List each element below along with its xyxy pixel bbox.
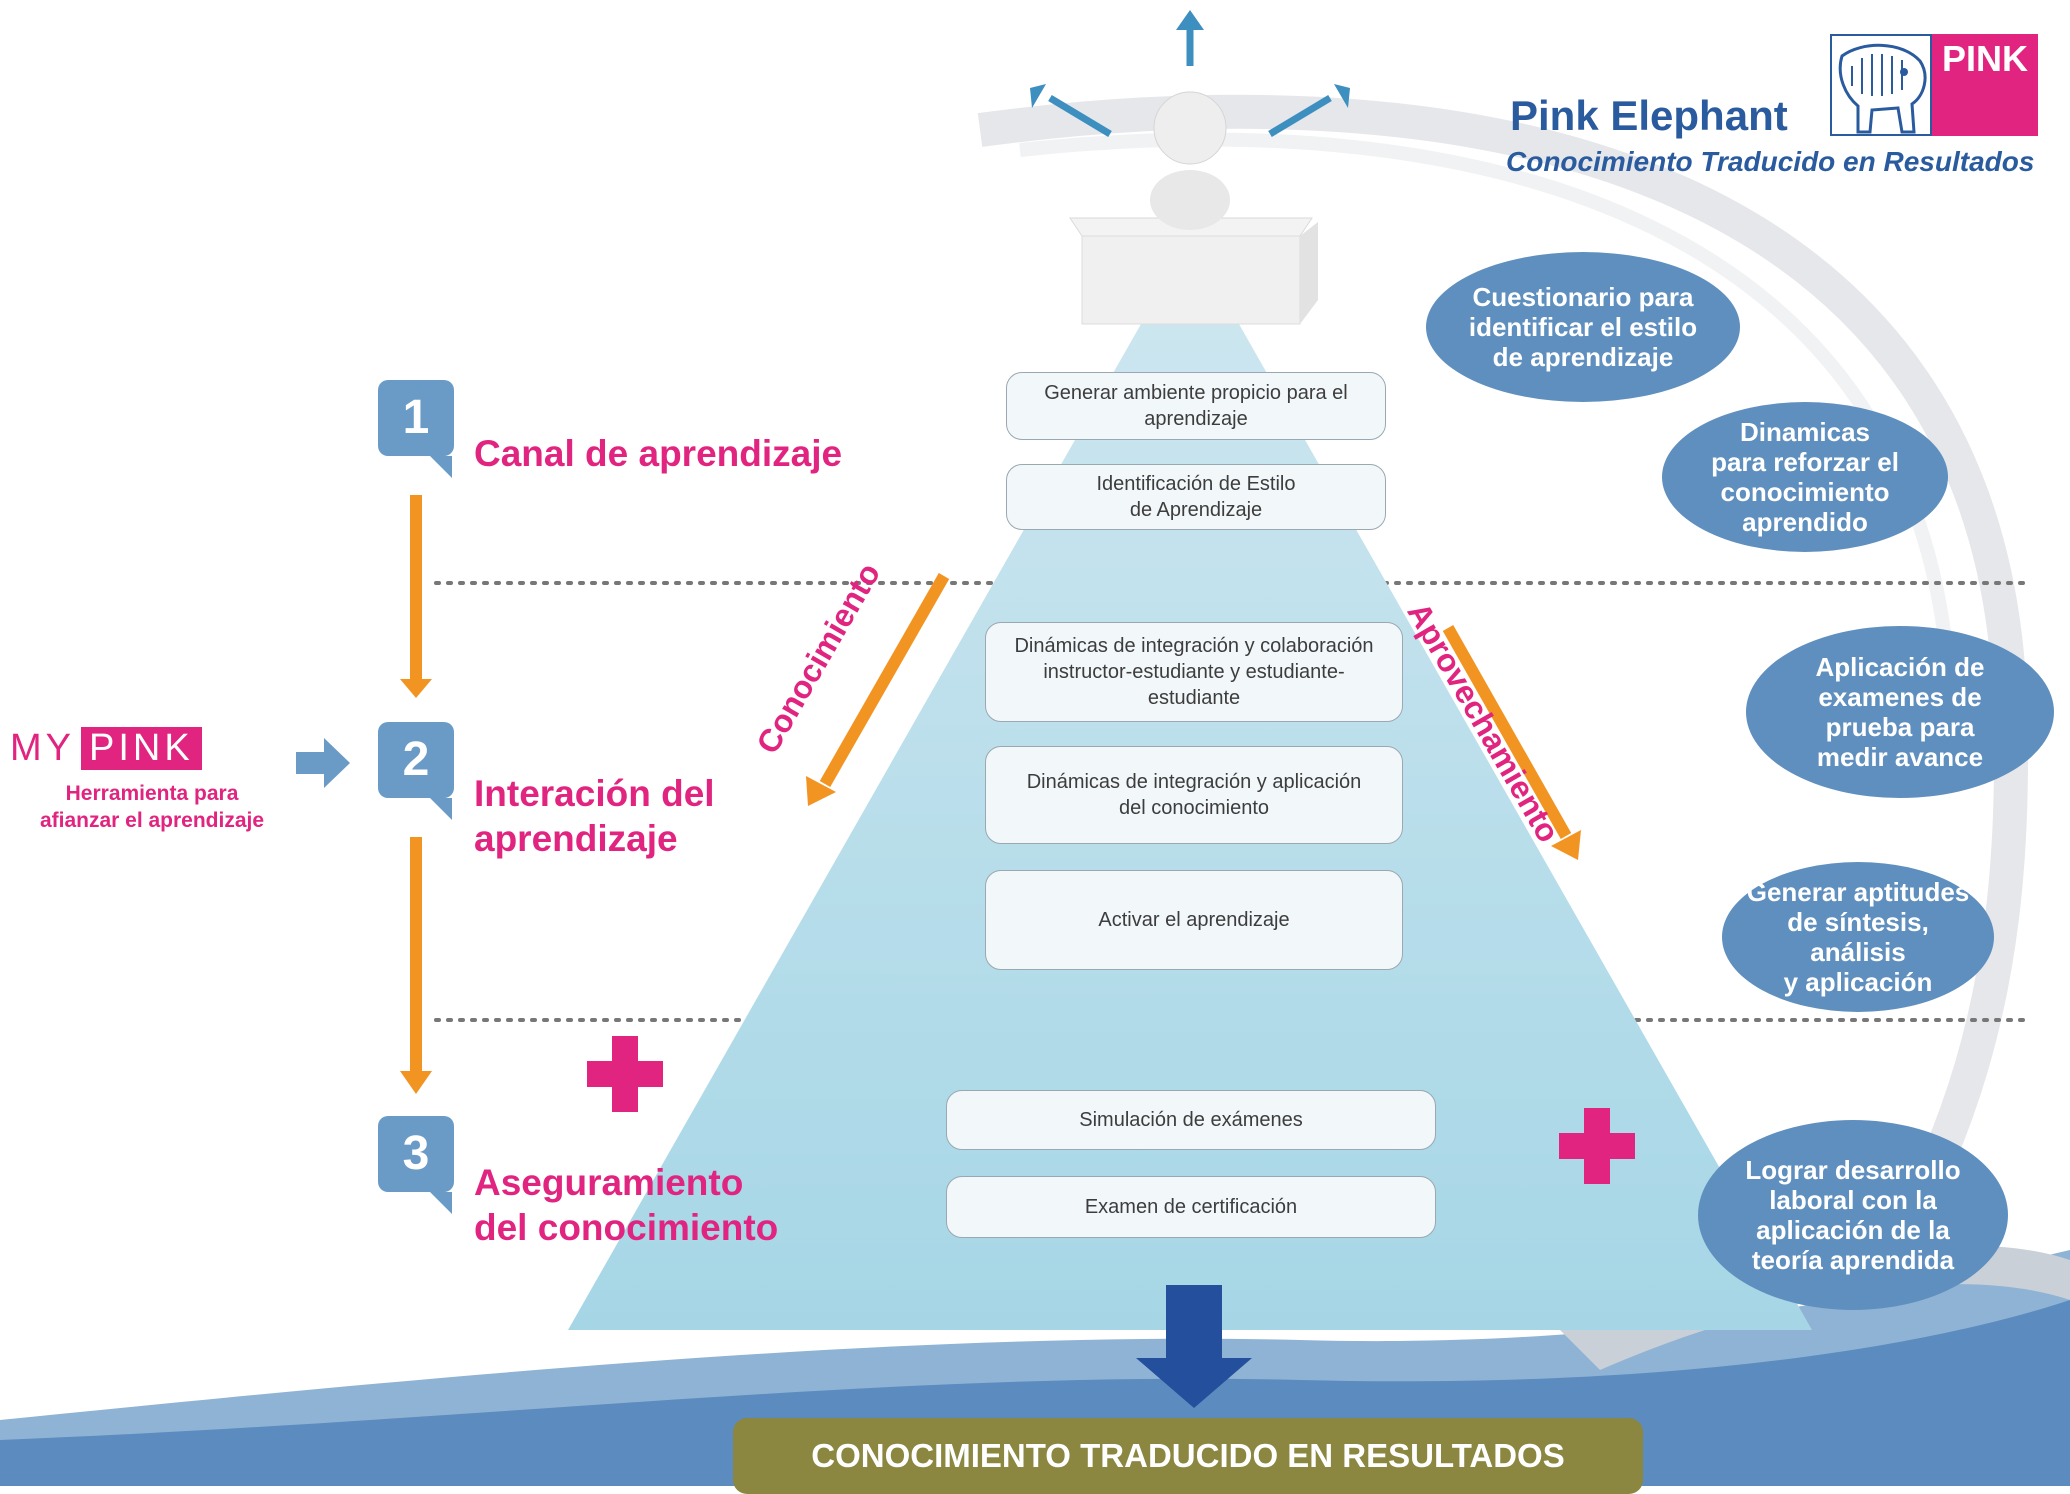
benefit-desarrollo-line2: laboral con la xyxy=(1769,1185,1937,1215)
step-2-badge: 2 xyxy=(378,722,454,798)
pyramid-box-estilo-line1: Identificación de Estilo xyxy=(1096,473,1296,495)
pyramid-box-simulacion-line1: Simulación de exámenes xyxy=(1079,1109,1303,1131)
step-2-label-line2: aprendizaje xyxy=(474,818,678,859)
step-2-tail xyxy=(430,798,452,820)
benefit-dinamicas: Dinamicas para reforzar el conocimiento … xyxy=(1662,402,1948,552)
orange-arrow-1 xyxy=(400,495,432,698)
pyramid-box-colaboracion-line3: estudiante xyxy=(1147,687,1241,709)
benefit-aptitudes-line2: de síntesis, análisis xyxy=(1787,907,1929,967)
pyramid-box-certificacion: Examen de certificación xyxy=(946,1176,1436,1238)
pyramid-box-colaboracion: Dinámicas de integración y colaboración … xyxy=(985,622,1403,722)
pyramid-box-aplicacion: Dinámicas de integración y aplicación de… xyxy=(985,746,1403,844)
benefit-cuestionario-line3: de aprendizaje xyxy=(1492,342,1674,372)
mypink-caption: Herramienta para afianzar el aprendizaje xyxy=(10,780,294,834)
benefit-desarrollo-line4: teoría aprendida xyxy=(1751,1245,1955,1275)
step-3-label-line2: del conocimiento xyxy=(474,1207,779,1248)
benefit-dinamicas-line1: Dinamicas xyxy=(1739,417,1871,447)
step-3-badge: 3 xyxy=(378,1116,454,1192)
benefit-examenes-line4: medir avance xyxy=(1816,742,1984,772)
benefit-dinamicas-line4: aprendido xyxy=(1742,507,1868,537)
benefit-aptitudes: Generar aptitudes de síntesis, análisis … xyxy=(1722,862,1994,1012)
down-arrow-icon xyxy=(1136,1285,1252,1408)
step-3-label-line1: Aseguramiento xyxy=(474,1162,744,1203)
benefit-examenes: Aplicación de examenes de prueba para me… xyxy=(1746,626,2054,798)
benefit-cuestionario: Cuestionario para identificar el estilo … xyxy=(1426,252,1740,402)
result-banner: CONOCIMIENTO TRADUCIDO EN RESULTADOS xyxy=(733,1418,1643,1494)
pyramid-box-simulacion: Simulación de exámenes xyxy=(946,1090,1436,1150)
plus-icon-right xyxy=(1559,1108,1635,1184)
benefit-desarrollo-line1: Lograr desarrollo xyxy=(1745,1155,1961,1185)
brand-tagline: Conocimiento Traducido en Resultados xyxy=(1506,146,2035,177)
pyramid-box-activar-line1: Activar el aprendizaje xyxy=(1098,909,1290,931)
orange-arrow-conocimiento xyxy=(806,573,950,806)
pyramid-box-aplicacion-line1: Dinámicas de integración y aplicación xyxy=(1026,771,1362,793)
mypink-caption-line1: Herramienta para xyxy=(65,782,239,805)
benefit-desarrollo: Lograr desarrollo laboral con la aplicac… xyxy=(1698,1120,2008,1310)
step-3-tail xyxy=(430,1192,452,1214)
benefit-dinamicas-line3: conocimiento xyxy=(1720,477,1890,507)
step-3-label: Aseguramiento del conocimiento xyxy=(474,1160,778,1250)
step-1-label: Canal de aprendizaje xyxy=(474,433,843,474)
benefit-desarrollo-line3: aplicación de la xyxy=(1756,1215,1950,1245)
pyramid-box-aplicacion-line2: del conocimiento xyxy=(1118,797,1270,819)
pyramid-box-colaboracion-line2: instructor-estudiante y estudiante- xyxy=(1043,661,1345,683)
orange-arrow-aprovechamiento xyxy=(1442,625,1581,860)
logo-pink-text: PINK xyxy=(1941,38,2028,79)
orange-arrow-2 xyxy=(400,837,432,1094)
step-1-badge: 1 xyxy=(378,380,454,456)
pyramid-box-certificacion-line1: Examen de certificación xyxy=(1084,1196,1298,1218)
mypink-logo-my: MY xyxy=(10,726,75,769)
benefit-cuestionario-line2: identificar el estilo xyxy=(1468,312,1698,342)
benefit-dinamicas-line2: para reforzar el xyxy=(1711,447,1899,477)
radiating-arrows-icon xyxy=(1030,10,1350,138)
pyramid-box-ambiente-line1: Generar ambiente propicio para el xyxy=(1044,382,1348,404)
step-1-tail xyxy=(430,456,452,478)
elephant-logo-icon xyxy=(1830,34,1932,136)
benefit-examenes-line3: prueba para xyxy=(1825,712,1975,742)
benefit-aptitudes-line3: y aplicación xyxy=(1783,967,1933,997)
mypink-caption-line2: afianzar el aprendizaje xyxy=(39,809,265,832)
pyramid-box-estilo: Identificación de Estilo de Aprendizaje xyxy=(1006,464,1386,530)
pyramid-box-estilo-line2: de Aprendizaje xyxy=(1129,499,1263,521)
benefit-examenes-line1: Aplicación de xyxy=(1815,652,1985,682)
benefit-examenes-line2: examenes de xyxy=(1818,682,1982,712)
pyramid-box-activar: Activar el aprendizaje xyxy=(985,870,1403,970)
benefit-cuestionario-line1: Cuestionario para xyxy=(1472,282,1694,312)
mypink-logo-pink: PINK xyxy=(81,726,202,770)
brand-logo: PINK xyxy=(1830,34,2038,136)
plus-icon-left xyxy=(587,1036,663,1112)
benefit-aptitudes-line1: Generar aptitudes xyxy=(1746,877,1970,907)
brand-name: Pink Elephant xyxy=(1510,92,1788,139)
mypink-logo: MY PINK xyxy=(10,725,202,771)
presenter-figure-icon xyxy=(1069,91,1318,325)
pyramid-box-ambiente-line2: aprendizaje xyxy=(1144,408,1248,430)
step-2-label-line1: Interación del xyxy=(474,773,715,814)
pyramid-box-ambiente: Generar ambiente propicio para el aprend… xyxy=(1006,372,1386,440)
step-2-label: Interación del aprendizaje xyxy=(474,771,715,861)
pyramid-box-colaboracion-line1: Dinámicas de integración y colaboración xyxy=(1014,635,1374,657)
mypink-arrow-icon xyxy=(296,738,350,788)
